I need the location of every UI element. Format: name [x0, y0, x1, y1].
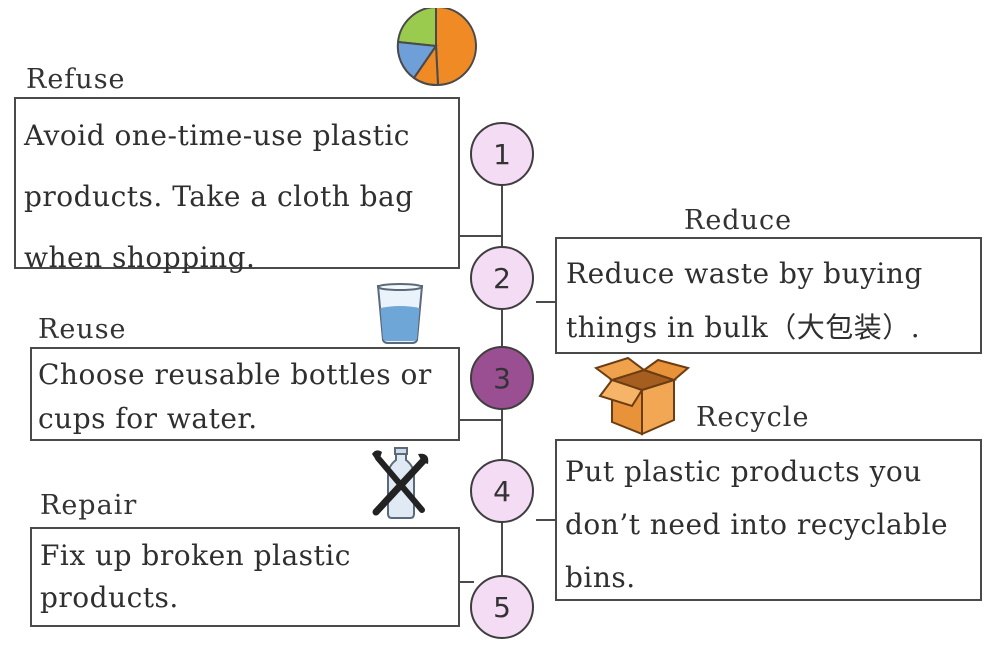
- heading-refuse: Refuse: [26, 64, 126, 95]
- step-circle-5: 5: [470, 575, 534, 639]
- heading-recycle: Recycle: [696, 402, 810, 433]
- box-refuse: Avoid one-time-use plastic products. Tak…: [14, 97, 460, 274]
- text-recycle: Put plastic products you don’t need into…: [565, 455, 949, 594]
- text-repair: Fix up broken plastic products.: [40, 539, 351, 614]
- text-reduce: Reduce waste by buying things in bulk（大包…: [566, 257, 923, 344]
- water-glass-icon: [376, 283, 424, 344]
- text-reuse: Choose reusable bottles or cups for wate…: [38, 358, 432, 435]
- step-circle-4: 4: [470, 459, 534, 523]
- pie-chart-icon: [396, 8, 477, 87]
- heading-reuse: Reuse: [38, 314, 127, 345]
- bottle-tools-icon: [372, 447, 429, 519]
- heading-repair: Repair: [40, 490, 138, 521]
- text-refuse: Avoid one-time-use plastic products. Tak…: [24, 119, 414, 274]
- step-circle-3: 3: [470, 346, 534, 410]
- step-circle-2: 2: [470, 246, 534, 310]
- step-circle-1: 1: [470, 122, 534, 186]
- box-reduce: Reduce waste by buying things in bulk（大包…: [555, 237, 982, 354]
- cardboard-box-icon: [594, 356, 690, 436]
- heading-reduce: Reduce: [684, 205, 793, 236]
- box-recycle: Put plastic products you don’t need into…: [555, 439, 982, 601]
- box-repair: Fix up broken plastic products.: [30, 527, 460, 627]
- box-reuse: Choose reusable bottles or cups for wate…: [30, 347, 460, 441]
